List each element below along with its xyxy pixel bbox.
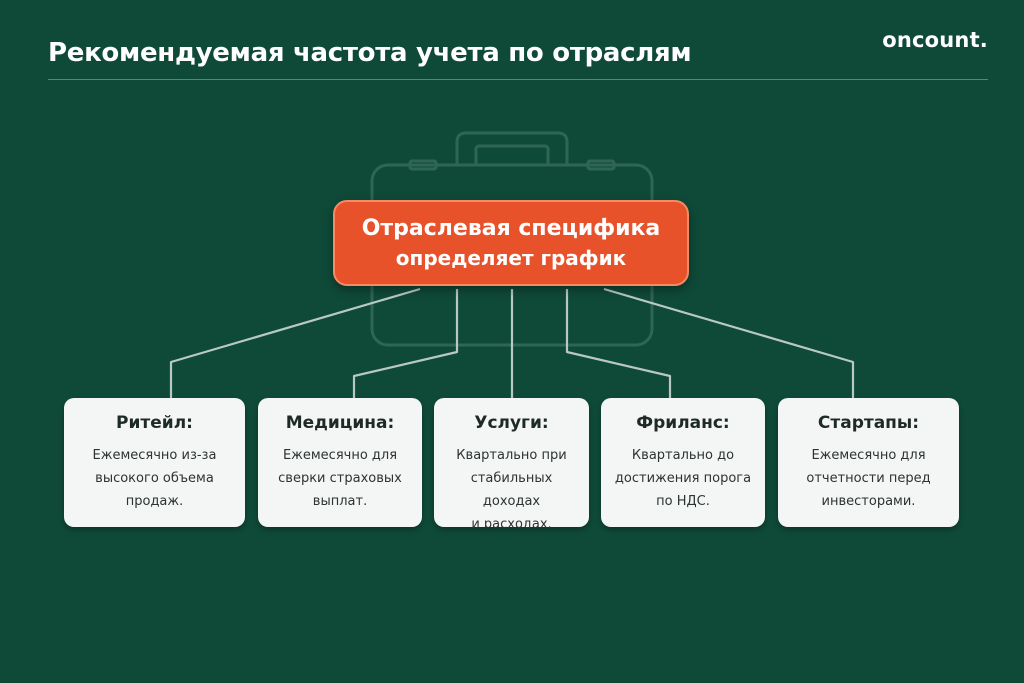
card-retail: Ритейл: Ежемесячно из-за высокого объема… <box>64 398 245 527</box>
card-text: Квартально до достижения порога по НДС. <box>614 448 752 509</box>
card-text: Ежемесячно из-за высокого объема продаж. <box>92 448 217 509</box>
central-line-1: Отраслевая специфика <box>361 216 661 241</box>
central-node: Отраслевая специфика определяет график <box>333 200 689 286</box>
card-title: Стартапы: <box>817 413 920 433</box>
brand-logo: oncount. <box>882 28 988 52</box>
page-title: Рекомендуемая частота учета по отраслям <box>48 38 692 68</box>
connector-startups <box>603 287 855 398</box>
card-medicine: Медицина: Ежемесячно для сверки страховы… <box>258 398 422 527</box>
connector-medicine <box>352 289 459 398</box>
card-title: Ритейл: <box>116 413 193 433</box>
connector-retail <box>169 287 421 398</box>
card-text: Квартально при стабильных доходах и расх… <box>456 448 567 532</box>
card-title: Медицина: <box>285 413 395 433</box>
title-divider <box>48 79 988 80</box>
connector-lines <box>169 287 855 398</box>
card-services: Услуги: Квартально при стабильных дохода… <box>434 398 589 532</box>
card-title: Фриланс: <box>636 413 730 433</box>
central-line-2: определяет график <box>395 246 627 270</box>
card-text: Ежемесячно для сверки страховых выплат. <box>278 448 402 509</box>
connector-freelance <box>565 289 672 398</box>
card-startups: Стартапы: Ежемесячно для отчетности пере… <box>778 398 959 527</box>
card-text: Ежемесячно для отчетности перед инвестор… <box>806 448 931 509</box>
card-title: Услуги: <box>474 413 549 433</box>
card-freelance: Фриланс: Квартально до достижения порога… <box>601 398 765 527</box>
